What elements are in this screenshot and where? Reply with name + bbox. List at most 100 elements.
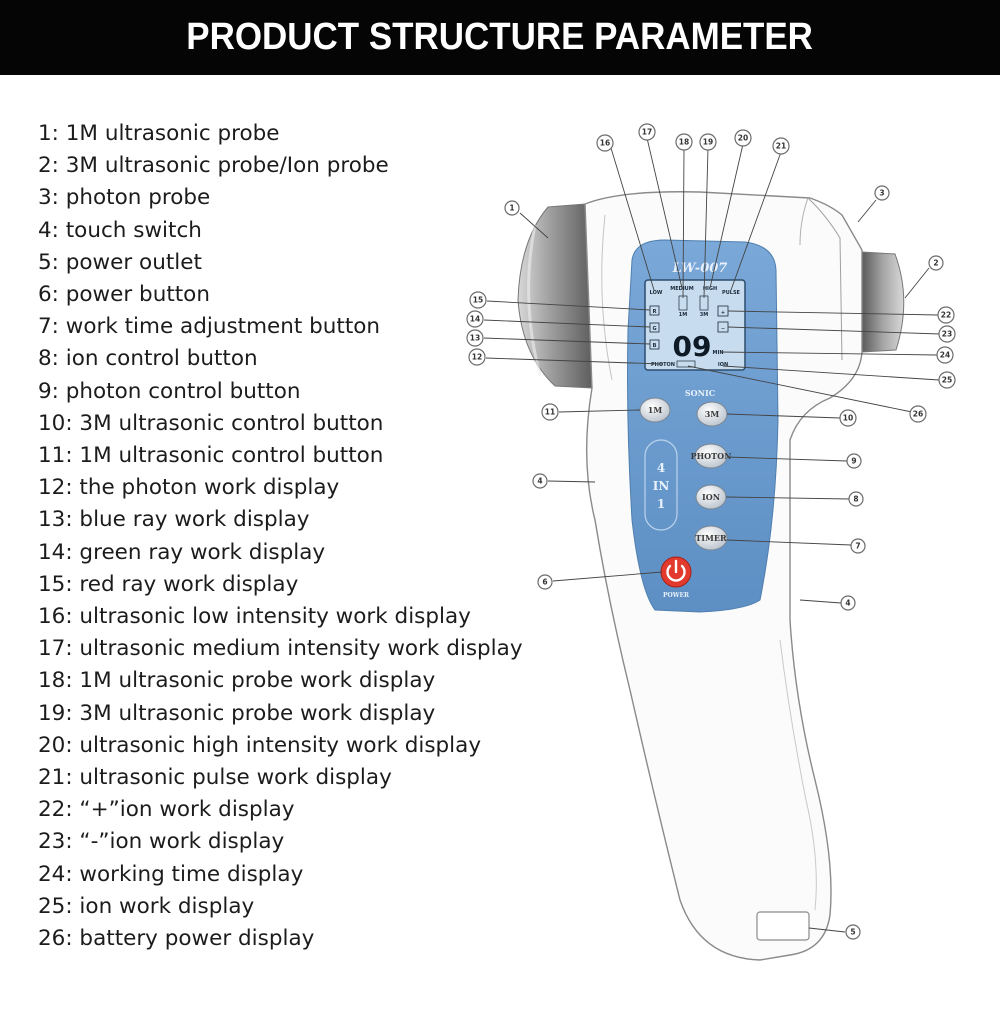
svg-text:6: 6 <box>542 578 547 587</box>
legend-item: 11: 1M ultrasonic control button <box>38 443 384 469</box>
callout-14: 14 <box>466 310 484 328</box>
svg-text:4: 4 <box>845 599 850 608</box>
svg-text:9: 9 <box>851 457 856 466</box>
power-label: POWER <box>663 592 690 599</box>
svg-text:11: 11 <box>545 408 555 417</box>
callout-10: 10 <box>839 409 857 427</box>
legend-item: 17: ultrasonic medium intensity work dis… <box>38 636 523 662</box>
legend-item: 9: photon control button <box>38 378 301 404</box>
legend-item: 22: “+”ion work display <box>38 797 295 823</box>
svg-text:24: 24 <box>940 351 950 360</box>
svg-text:18: 18 <box>679 138 689 147</box>
svg-text:8: 8 <box>853 495 858 504</box>
callout-20: 20 <box>734 129 752 147</box>
badge-4: 4 <box>657 461 665 475</box>
callout-26: 26 <box>909 405 927 423</box>
callout-25: 25 <box>938 371 956 389</box>
svg-text:3: 3 <box>879 189 884 198</box>
callout-1: 1 <box>504 200 520 216</box>
button-photon[interactable]: PHOTON <box>691 443 732 469</box>
legend-item: 19: 3M ultrasonic probe work display <box>38 700 436 726</box>
callout-19: 19 <box>699 133 717 151</box>
callout-9: 9 <box>846 453 862 469</box>
four-in-one-badge <box>644 439 678 531</box>
button-3m[interactable]: 3M <box>696 401 728 427</box>
svg-text:25: 25 <box>942 376 952 385</box>
callout-4a: 4 <box>532 473 548 489</box>
legend-item: 2: 3M ultrasonic probe/Ion probe <box>38 153 389 179</box>
legend-item: 8: ion control button <box>38 346 258 372</box>
lcd-min-label: MIN <box>712 350 723 356</box>
parts-legend: 1: 1M ultrasonic probe 2: 3M ultrasonic … <box>38 118 523 955</box>
badge-in: IN <box>653 479 670 493</box>
power-button[interactable] <box>660 556 692 588</box>
button-ion-label: ION <box>702 492 720 502</box>
svg-text:10: 10 <box>843 414 853 423</box>
svg-text:2: 2 <box>933 259 938 268</box>
badge-1: 1 <box>657 497 665 511</box>
callout-5: 5 <box>845 924 861 940</box>
page-title: PRODUCT STRUCTURE PARAMETER <box>186 16 814 58</box>
legend-item: 24: working time display <box>38 861 304 887</box>
svg-text:21: 21 <box>776 142 786 151</box>
svg-text:20: 20 <box>738 134 748 143</box>
leader-lines <box>483 137 941 933</box>
callout-13: 13 <box>466 329 484 347</box>
svg-text:23: 23 <box>942 330 952 339</box>
lcd-pulse: PULSE <box>722 290 741 296</box>
callout-16: 16 <box>596 134 614 152</box>
legend-item: 20: ultrasonic high intensity work displ… <box>38 732 482 758</box>
callout-21: 21 <box>772 137 790 155</box>
svg-text:7: 7 <box>855 542 860 551</box>
lcd-high: HIGH <box>703 286 717 292</box>
callout-12: 12 <box>468 348 486 366</box>
legend-item: 3: photon probe <box>38 185 211 211</box>
svg-text:15: 15 <box>473 296 483 305</box>
lcd-plus-ion: + <box>721 310 725 316</box>
probe-3m <box>861 251 905 353</box>
legend-item: 10: 3M ultrasonic control button <box>38 410 384 436</box>
callout-22: 22 <box>937 306 955 324</box>
lcd-green: G <box>652 326 656 332</box>
legend-item: 26: battery power display <box>38 926 315 952</box>
legend-item: 25: ion work display <box>38 893 255 919</box>
lcd-photon: PHOTON <box>651 362 675 368</box>
lcd-1m: 1M <box>679 312 687 318</box>
svg-text:16: 16 <box>600 139 610 148</box>
lcd-time-digits: 09 <box>673 330 712 363</box>
lcd-ion: ION <box>718 362 728 368</box>
callout-markers: 1 2 3 4 4 5 6 7 8 9 10 11 12 13 14 15 16… <box>466 123 956 940</box>
svg-text:14: 14 <box>470 315 480 324</box>
legend-item: 6: power button <box>38 282 210 308</box>
lcd-3m: 3M <box>700 312 708 318</box>
legend-item: 15: red ray work display <box>38 571 299 597</box>
legend-item: 18: 1M ultrasonic probe work display <box>38 668 436 694</box>
button-photon-label: PHOTON <box>691 451 732 461</box>
button-timer[interactable]: TIMER <box>694 525 728 551</box>
legend-item: 16: ultrasonic low intensity work displa… <box>38 604 471 630</box>
svg-text:17: 17 <box>642 128 652 137</box>
lcd-blue: B <box>653 343 657 349</box>
lcd-low: LOW <box>650 290 663 296</box>
device-diagram: LW-007 SONIC 4 IN 1 LOW MEDIUM HIGH PULS… <box>466 123 956 961</box>
model-label: LW-007 <box>672 261 728 276</box>
button-ion[interactable]: ION <box>695 484 727 510</box>
callout-3: 3 <box>874 185 890 201</box>
legend-item: 12: the photon work display <box>38 475 340 501</box>
button-1m-label: 1M <box>648 405 663 415</box>
title-banner: PRODUCT STRUCTURE PARAMETER <box>0 0 1000 75</box>
svg-text:13: 13 <box>470 334 480 343</box>
legend-item: 14: green ray work display <box>38 539 326 565</box>
callout-15: 15 <box>469 291 487 309</box>
callout-17: 17 <box>638 123 656 141</box>
power-outlet <box>756 911 810 941</box>
callout-23: 23 <box>938 325 956 343</box>
svg-text:1: 1 <box>509 204 514 213</box>
button-timer-label: TIMER <box>695 533 727 543</box>
callout-24: 24 <box>936 346 954 364</box>
legend-item: 13: blue ray work display <box>38 507 310 533</box>
svg-text:5: 5 <box>850 928 855 937</box>
button-1m[interactable]: 1M <box>639 397 671 423</box>
lcd-medium: MEDIUM <box>670 286 693 292</box>
legend-item: 23: “-”ion work display <box>38 829 285 855</box>
